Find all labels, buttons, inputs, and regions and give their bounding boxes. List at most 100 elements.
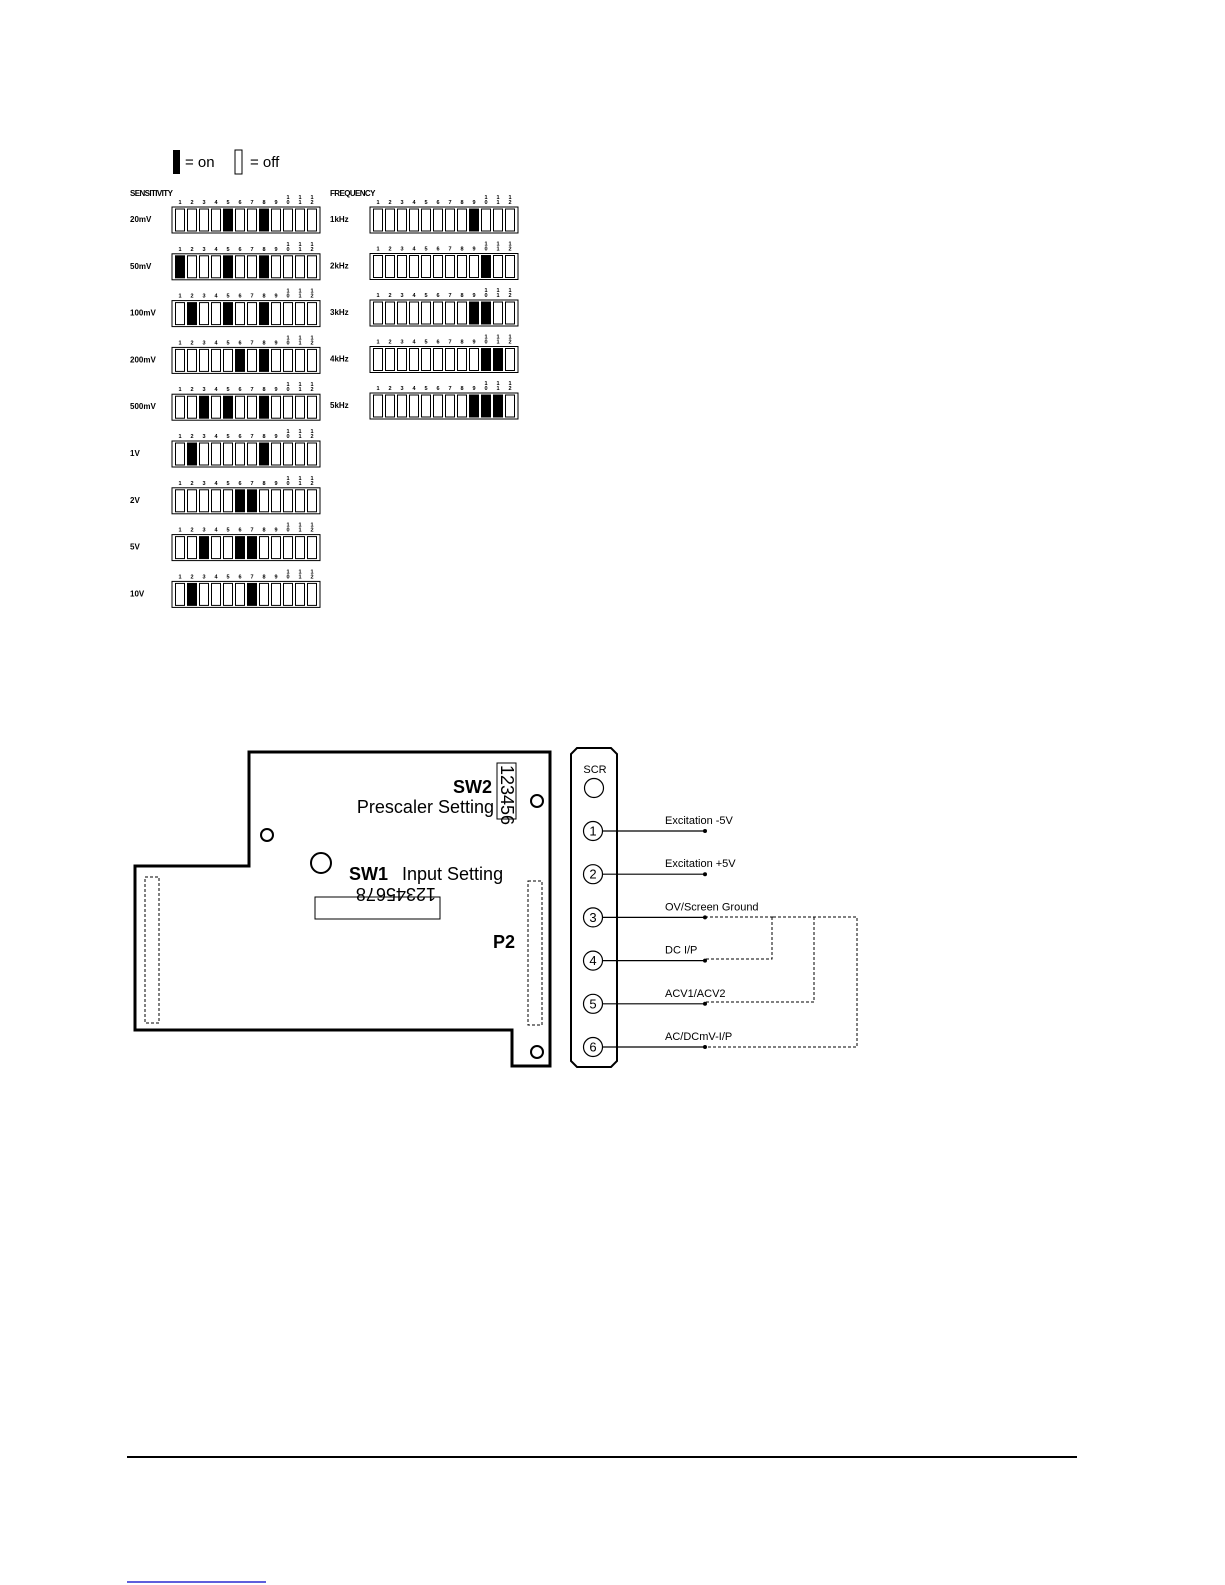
- switch-position-number: 8: [262, 528, 265, 534]
- switch-position-number: 1: [178, 387, 181, 393]
- switch-position-number: 5: [226, 434, 229, 440]
- switch-bank: [171, 346, 321, 374]
- switch-position-number: 6: [436, 247, 439, 253]
- switch-position-number: 5: [226, 340, 229, 346]
- switch-off: [421, 394, 431, 418]
- switch-on: [199, 395, 209, 419]
- switch-position-number: 9: [274, 247, 277, 253]
- switch-off: [211, 582, 221, 606]
- switch-position-number: 4: [412, 200, 416, 206]
- switch-off: [247, 255, 257, 279]
- switch-position-number: 2: [190, 481, 193, 487]
- switch-on: [187, 302, 197, 326]
- switch-position-number: 2: [190, 574, 193, 580]
- switch-off: [493, 208, 503, 232]
- switch-off: [259, 582, 269, 606]
- switch-on: [259, 395, 269, 419]
- switch-off: [385, 208, 395, 232]
- switch-off: [235, 582, 245, 606]
- switch-bank: [369, 206, 519, 234]
- switch-off: [385, 394, 395, 418]
- switch-position-number: 1: [376, 386, 379, 392]
- switch-off: [271, 255, 281, 279]
- switch-position-number: 8: [262, 574, 265, 580]
- switch-on: [259, 255, 269, 279]
- switch-off: [223, 442, 233, 466]
- switch-position-number: 5: [226, 481, 229, 487]
- switch-on: [259, 348, 269, 372]
- switch-off: [283, 208, 293, 232]
- switch-position-number: 4: [214, 528, 218, 534]
- switch-position-number: 2: [388, 247, 391, 253]
- switch-row-label: 5kHz: [330, 401, 349, 410]
- switch-off: [199, 255, 209, 279]
- terminal-circle: [582, 950, 604, 971]
- switch-off: [409, 208, 419, 232]
- switch-off: [421, 255, 431, 278]
- switch-on: [223, 395, 233, 419]
- switch-bank: [171, 393, 321, 421]
- switch-off: [385, 255, 395, 278]
- switch-off: [271, 302, 281, 326]
- switch-position-number: 2: [388, 200, 391, 206]
- switch-position-number: 1: [376, 247, 379, 253]
- switch-off: [175, 536, 185, 560]
- switch-position-number: 1: [376, 340, 379, 346]
- switch-position-number: 7: [448, 340, 451, 346]
- switch-position-number: 4: [412, 293, 416, 299]
- sw2-title: SW2: [453, 777, 492, 797]
- switch-position-number: 6: [436, 386, 439, 392]
- board-outline: [133, 750, 552, 1068]
- switch-on: [187, 582, 197, 606]
- switch-position-number: 6: [238, 574, 241, 580]
- scr-label: SCR: [583, 764, 606, 776]
- switch-off: [307, 536, 317, 560]
- switch-position-number: 8: [262, 481, 265, 487]
- switch-on: [223, 208, 233, 232]
- switch-off: [247, 348, 257, 372]
- switch-off: [373, 348, 383, 371]
- switch-on: [223, 302, 233, 326]
- switch-position-number: 6: [436, 200, 439, 206]
- switch-off: [307, 348, 317, 372]
- switch-position-number: 7: [448, 293, 451, 299]
- switch-off: [259, 489, 269, 513]
- mounting-hole: [310, 852, 332, 874]
- terminal-wire-end: [703, 829, 707, 833]
- switch-position-number: 5: [424, 200, 427, 206]
- switch-position-number: 3: [400, 247, 403, 253]
- switch-position-number: 8: [262, 387, 265, 393]
- sw1-positions: 12345678: [356, 884, 436, 904]
- switch-row-label: 50mV: [130, 262, 152, 271]
- switch-off: [283, 582, 293, 606]
- switch-off: [199, 442, 209, 466]
- switch-off: [409, 394, 419, 418]
- switch-position-number: 1: [178, 481, 181, 487]
- switch-position-number: 1: [178, 528, 181, 534]
- switch-off: [211, 255, 221, 279]
- switch-off: [271, 442, 281, 466]
- switch-position-number: 8: [460, 386, 463, 392]
- switch-off: [505, 208, 515, 232]
- jumper-link-acv: [705, 917, 815, 1003]
- switch-off: [307, 208, 317, 232]
- switch-position-number: 5: [226, 200, 229, 206]
- jumper-link-dc: [705, 917, 773, 960]
- switch-on: [247, 536, 257, 560]
- switch-position-number: 8: [262, 294, 265, 300]
- switch-position-number: 2: [190, 434, 193, 440]
- switch-row-label: 3kHz: [330, 308, 349, 317]
- switch-off: [283, 255, 293, 279]
- switch-off: [307, 255, 317, 279]
- switch-position-number: 3: [400, 200, 403, 206]
